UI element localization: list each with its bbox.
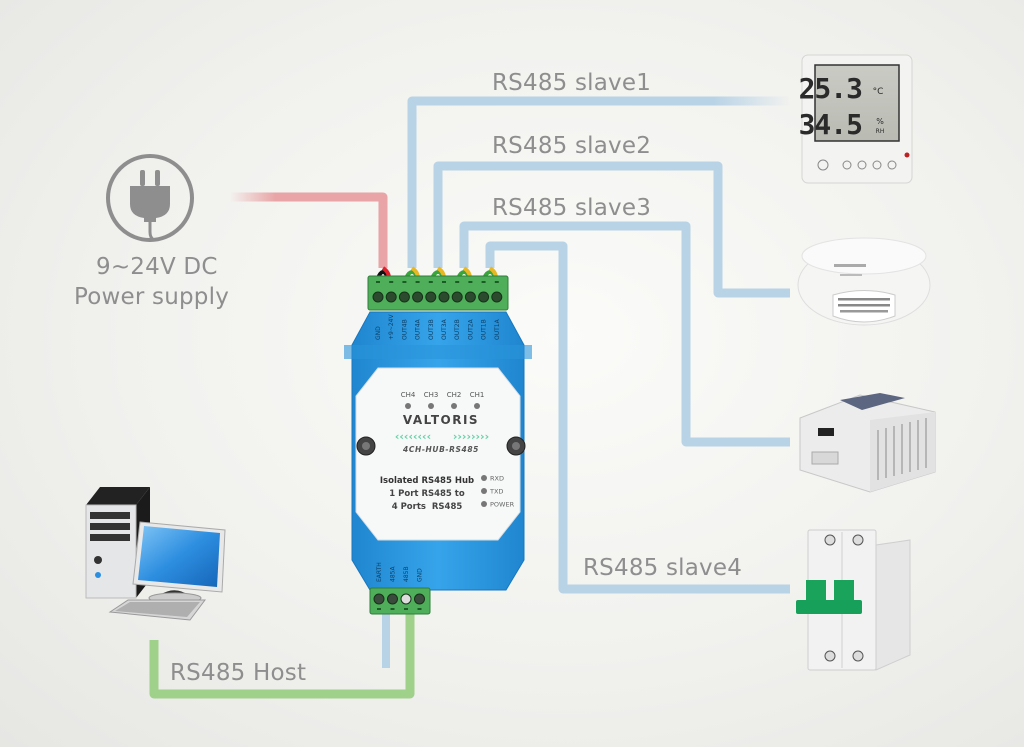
- terminal-screw: [414, 593, 425, 605]
- arrows-left: ‹‹‹‹‹‹‹‹: [395, 430, 431, 443]
- hub-desc-line1: Isolated RS485 Hub: [380, 476, 474, 486]
- terminal-screw: [387, 593, 398, 605]
- plug-icon: [106, 154, 194, 242]
- terminal-slot: [390, 608, 395, 610]
- hub-desc-line3: 4 Ports RS485: [392, 502, 463, 512]
- slave3-label: RS485 slave3: [492, 195, 652, 221]
- indicator-label-rxd: RXD: [490, 475, 504, 483]
- rs485-hub-device: GND +9~24V OUT4B OUT4A OUT3B OUT3A OUT2B OUT2A O…: [344, 275, 532, 615]
- pin-label-out4b: OUT4B: [401, 319, 408, 340]
- channel-led-ch4: [405, 403, 411, 409]
- temperature-readout: 25.3: [799, 72, 863, 105]
- hub-brand: VALTORIS: [403, 413, 479, 427]
- desktop-computer-icon: [85, 487, 226, 621]
- top-terminal-screws: [372, 281, 503, 303]
- terminal-slot: [481, 281, 486, 283]
- slave4-wire: [485, 241, 790, 594]
- slave2-label: RS485 slave2: [492, 133, 652, 159]
- channel-label-ch2: CH2: [447, 391, 462, 399]
- indicator-led-rxd: [481, 475, 487, 481]
- plc-device: [799, 393, 936, 493]
- power-label-line2: Power supply: [74, 284, 230, 310]
- thermo-hygrometer-device: 25.3 °C 34.5 % RH: [799, 54, 913, 184]
- terminal-screw: [425, 291, 437, 303]
- indicator-led-txd: [481, 488, 487, 494]
- pin-label-out2a: OUT2A: [467, 318, 474, 340]
- humidity-unit: %: [876, 117, 884, 126]
- pin-label-earth: EARTH: [376, 562, 383, 582]
- pin-label-out1a: OUT1A: [494, 318, 501, 340]
- terminal-screw: [400, 593, 412, 605]
- pin-label-out3b: OUT3B: [428, 319, 435, 340]
- terminal-screw: [491, 291, 503, 303]
- pin-label-924v: +9~24V: [388, 313, 395, 340]
- humidity-readout: 34.5: [799, 108, 862, 141]
- power-wire: [230, 192, 388, 268]
- channel-label-ch1: CH1: [470, 391, 485, 399]
- pin-label-out4a: OUT4A: [415, 318, 422, 340]
- bottom-pin-labels: EARTH 485A 485B GND: [376, 562, 424, 582]
- terminal-screw: [464, 291, 476, 303]
- bottom-terminal-screws: [373, 593, 425, 610]
- slave4-label: RS485 slave4: [583, 555, 743, 581]
- indicator-led-power: [481, 501, 487, 507]
- channel-led-ch1: [474, 403, 480, 409]
- terminal-slot: [468, 281, 473, 283]
- terminal-slot: [494, 281, 499, 283]
- pin-label-gnd: GND: [375, 326, 382, 340]
- hub-desc-line2: 1 Port RS485 to: [389, 489, 465, 499]
- hub-model: 4CH-HUB-RS485: [403, 445, 479, 454]
- humidity-unit-rh: RH: [876, 128, 885, 135]
- terminal-screw: [438, 291, 450, 303]
- pin-label-out2b: OUT2B: [454, 319, 461, 340]
- terminal-slot: [402, 281, 407, 283]
- terminal-slot: [455, 281, 460, 283]
- terminal-slot: [417, 608, 422, 610]
- terminal-slot: [389, 281, 394, 283]
- pin-label-485b: 485B: [403, 566, 410, 582]
- terminal-slot: [428, 281, 433, 283]
- temperature-unit: °C: [873, 87, 884, 97]
- terminal-screw: [478, 291, 490, 303]
- channel-led-ch3: [428, 403, 434, 409]
- host-wire-a: [149, 612, 415, 699]
- circuit-breaker-device: [796, 529, 911, 671]
- terminal-slot: [377, 608, 381, 610]
- channel-leds: CH4 CH3 CH2 CH1: [401, 391, 485, 409]
- smoke-detector-device: [797, 237, 931, 326]
- indicator-label-power: POWER: [490, 501, 515, 509]
- terminal-slot: [442, 281, 446, 283]
- pin-label-out3a: OUT3A: [441, 318, 448, 340]
- terminal-slot: [404, 608, 408, 610]
- arrows-right: ››››››››: [453, 430, 489, 443]
- slave1-wire: [407, 96, 790, 268]
- terminal-screw: [398, 291, 410, 303]
- bottom-terminal-block: [369, 587, 431, 615]
- host-label: RS485 Host: [170, 660, 307, 686]
- slave1-label: RS485 slave1: [492, 70, 652, 96]
- slave3-wire: [459, 221, 790, 447]
- slave2-wire: [433, 161, 790, 298]
- terminal-slot: [376, 281, 380, 283]
- indicator-leds: RXD TXD POWER: [481, 475, 515, 509]
- pin-label-485a: 485A: [390, 566, 397, 582]
- terminal-screw: [372, 291, 384, 303]
- terminal-screw: [412, 291, 424, 303]
- hub-faceplate: [355, 367, 521, 541]
- pin-label-gnd: GND: [417, 568, 424, 582]
- terminal-slot: [415, 281, 420, 283]
- terminal-screw: [451, 291, 463, 303]
- channel-led-ch2: [451, 403, 457, 409]
- indicator-label-txd: TXD: [489, 488, 503, 496]
- channel-label-ch3: CH3: [424, 391, 439, 399]
- terminal-screw: [385, 291, 397, 303]
- power-label-line1: 9~24V DC: [96, 254, 218, 280]
- pin-label-out1b: OUT1B: [481, 319, 488, 340]
- terminal-screw: [373, 593, 385, 605]
- top-pin-labels: GND +9~24V OUT4B OUT4A OUT3B OUT3A OUT2B OUT2A O…: [375, 313, 501, 340]
- channel-label-ch4: CH4: [401, 391, 416, 399]
